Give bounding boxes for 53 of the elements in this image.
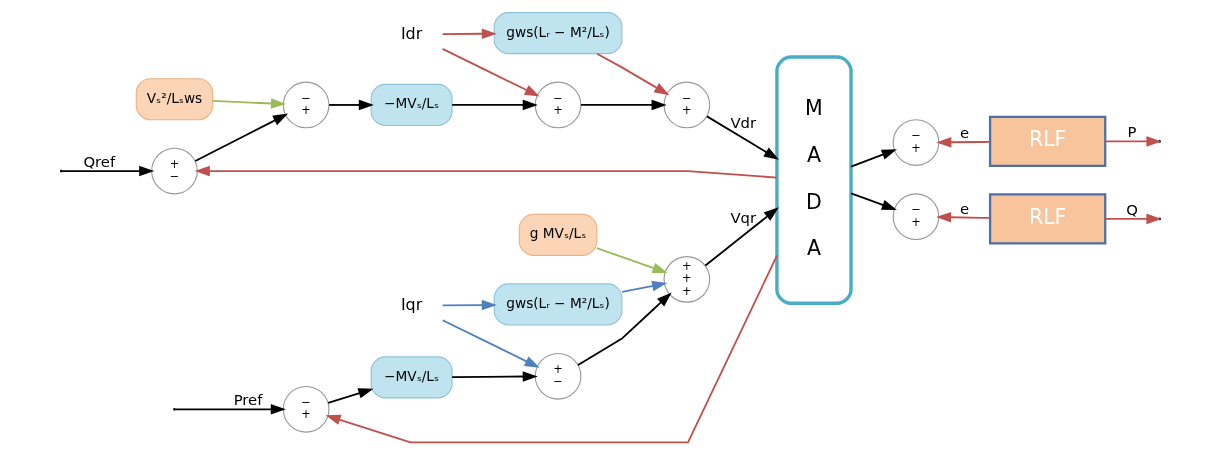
arrow (935, 212, 991, 223)
node-circle: − + (892, 119, 939, 166)
arrow (849, 192, 897, 211)
edge-label: Q (1125, 200, 1138, 218)
node-box: gws(Lᵣ − M²/Lₛ) (493, 12, 622, 55)
node-box: g MVₛ/Lₛ (518, 213, 597, 256)
node-circle: − + (892, 193, 939, 241)
arrow (595, 52, 669, 96)
node-box: Vₛ²/Lₛws (135, 78, 213, 121)
node-box: gws(Lᵣ − M²/Lₛ) (493, 283, 622, 326)
arrow (595, 247, 668, 273)
edge-label: P (1127, 123, 1136, 141)
node-circle: + − (534, 352, 581, 400)
arrow (327, 99, 374, 111)
arrow (450, 99, 538, 111)
arrow (441, 28, 497, 39)
node-box: RLF (988, 115, 1106, 168)
node-circle: + − (150, 147, 198, 195)
edge-label: Qref (82, 152, 115, 170)
node-box: −MVₛ/Lₛ (370, 83, 453, 127)
node-circle: − + (663, 81, 710, 129)
edge-label: Vdr (730, 114, 756, 132)
edge-label: Pref (233, 391, 262, 409)
arrow (576, 292, 672, 366)
arrow (211, 98, 286, 109)
edge-label: e (959, 199, 969, 217)
arrow (450, 371, 538, 382)
arrow (193, 113, 288, 162)
arrow (1104, 136, 1161, 147)
node-box: −MVₛ/Lₛ (370, 356, 453, 399)
node-text: Iqr (400, 294, 422, 314)
node-box: RLF (988, 193, 1106, 245)
arrow (174, 404, 286, 415)
arrow (325, 254, 778, 444)
arrow (441, 48, 540, 97)
node-circle: − + (282, 385, 329, 433)
arrow (441, 299, 497, 311)
arrow (326, 388, 373, 404)
edge-label: Vqr (730, 208, 756, 226)
arrow (849, 149, 897, 168)
node-circle: − + (534, 81, 581, 129)
node-box: M A D A (774, 55, 853, 305)
node-circle: − + (282, 81, 329, 129)
arrow (935, 137, 991, 148)
edge-label: e (959, 124, 969, 142)
arrow (705, 115, 779, 160)
node-circle: + + + (663, 256, 710, 303)
arrow (620, 280, 667, 293)
node-text: Idr (400, 23, 422, 43)
arrow (579, 99, 667, 111)
arrow (441, 319, 540, 368)
arrow (194, 165, 778, 179)
arrow (703, 207, 779, 267)
